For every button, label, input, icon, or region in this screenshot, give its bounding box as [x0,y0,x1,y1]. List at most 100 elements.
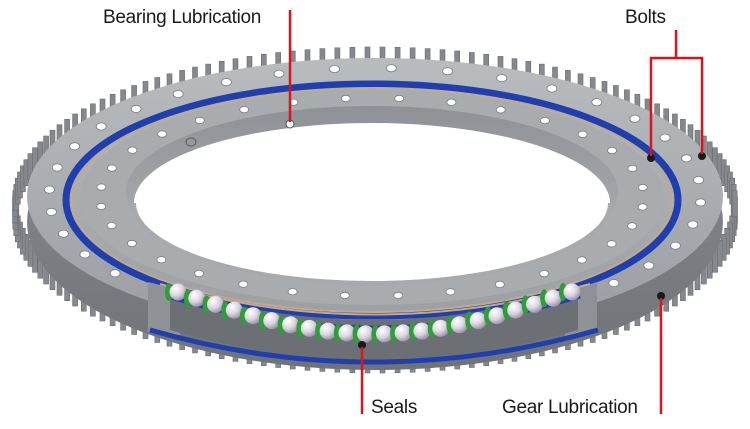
ball [394,324,412,342]
inner-bolt-hole [156,256,167,264]
ball [338,324,356,342]
outer-bolt-hole [687,220,699,229]
outer-bolt-hole [44,185,55,194]
outer-bolt-hole [329,65,340,74]
inner-bolt-hole [194,269,205,277]
inner-bolt-hole [539,269,550,278]
ball [413,322,431,340]
outer-bolt-hole [496,74,508,83]
cutaway-section [148,282,599,365]
outer-bolt-hole [695,198,706,207]
outer-bolt-hole [670,241,681,250]
inner-bolt-hole [340,94,351,103]
inner-bolt-hole [607,146,617,155]
ball [507,301,525,319]
ball [282,316,300,334]
inner-bolt-hole [627,164,638,172]
outer-bolt-hole [172,90,184,99]
ball [207,295,224,313]
ball [300,319,318,337]
inner-bolt-hole [445,288,456,296]
outer-bolt-hole [130,104,142,113]
inner-bolt-hole [637,183,648,192]
inner-bolt-hole [577,256,587,264]
ball [450,316,468,334]
bearing-lubrication-label: Bearing Lubrication [103,7,262,28]
seal-ring-outer [62,80,682,320]
outer-bolt-hole [681,154,692,163]
inner-bolt-hole [127,146,138,154]
inner-bolt-hole [637,203,648,211]
outer-bolt-hole [46,207,57,216]
outer-bolt-hole [109,269,121,278]
outer-bolt-hole [79,250,91,259]
outer-bolt-hole [442,67,454,76]
ball [469,312,487,330]
bolts-label: Bolts [625,7,666,28]
outer-bolt-hole [385,64,397,73]
inner-bolt-hole [577,130,588,138]
outer-bolt-hole [220,78,232,87]
inner-bolt-hole [287,288,298,296]
inner-bolt-holes [96,94,648,300]
outer-bolt-hole [693,176,704,185]
outer-bolt-hole [643,261,655,270]
gear-lubrication-label: Gear Lubrication [502,397,638,418]
gear-tooth [731,190,738,217]
inner-bolt-hole [627,222,637,230]
ball [244,307,262,325]
inner-bolt-hole [339,291,350,300]
inner-bolt-hole [495,106,506,114]
center-bore [134,123,610,283]
ball [263,312,281,330]
ball [544,289,562,307]
inner-bolt-hole [494,280,505,288]
inner-bolt-hole [194,116,205,125]
seal-marker [358,341,366,349]
ball [526,295,543,313]
ring-marking [185,137,197,147]
ball [432,319,450,337]
ball [563,283,581,301]
ball [319,322,337,340]
ball [357,325,375,343]
inner-bolt-hole [238,280,249,288]
ball [188,289,206,307]
gear-marker [657,292,665,300]
ball [225,301,243,319]
outer-bolt-hole [51,163,63,172]
inner-bolt-hole [107,164,117,172]
outer-bolt-holes [44,64,706,288]
ball [169,283,187,301]
outer-bolt-hole [629,114,641,123]
raceway-gap [71,87,673,313]
outer-bolt-hole [608,279,620,288]
inner-bolt-hole [96,183,107,191]
outer-bolt-hole [95,122,107,131]
inner-bolt-hole [106,222,117,230]
ball-row [165,283,581,343]
outer-bolt-hole [659,133,671,142]
seals-label: Seals [371,397,418,418]
bolt-marker-2 [698,152,706,160]
ball [488,307,506,325]
outer-bolt-hole [58,229,69,238]
outer-bolt-hole [273,69,285,78]
inner-bolt-hole [446,98,457,106]
callout-lines [288,10,704,414]
outer-bolt-hole [591,98,603,107]
bore-lower-rim [132,202,612,285]
inner-bolt-hole [96,202,107,211]
outer-bolt-hole [546,84,558,93]
inner-bolt-hole [540,117,550,125]
ball [375,325,393,343]
inner-bolt-hole [393,291,404,300]
bolt-marker-1 [647,154,655,162]
outer-bolt-hole [69,142,80,151]
inner-bolt-hole [606,240,617,248]
inner-bolt-hole [126,239,137,248]
inner-bolt-hole [157,130,168,138]
inner-bolt-hole [239,106,250,114]
